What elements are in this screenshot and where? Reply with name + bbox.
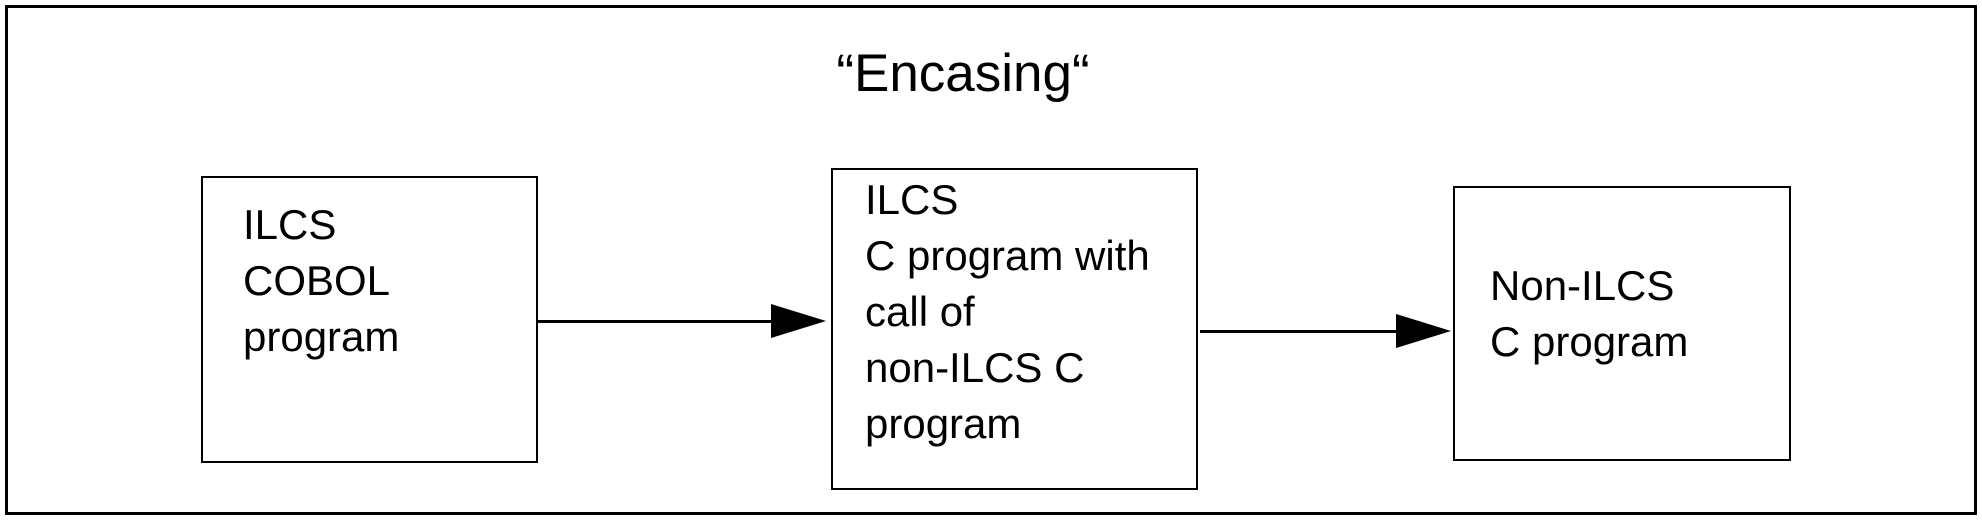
node-label-ilcs-c-program-with-call: ILCS C program with call of non-ILCS C p… <box>865 176 1150 447</box>
node-label-non-ilcs-c-program: Non-ILCS C program <box>1490 262 1689 365</box>
arrow-line <box>1200 330 1400 333</box>
node-ilcs-cobol-program: ILCS COBOL program <box>201 176 538 463</box>
node-label-ilcs-cobol-program: ILCS COBOL program <box>243 201 400 360</box>
node-ilcs-c-program-with-call: ILCS C program with call of non-ILCS C p… <box>831 168 1198 490</box>
arrowhead-icon <box>771 304 826 338</box>
arrow-line <box>538 320 778 323</box>
arrowhead-icon <box>1396 314 1451 348</box>
diagram-frame: “Encasing“ ILCS COBOL program ILCS C pro… <box>5 5 1977 515</box>
diagram-title: “Encasing“ <box>836 44 1090 103</box>
node-non-ilcs-c-program: Non-ILCS C program <box>1453 186 1791 461</box>
